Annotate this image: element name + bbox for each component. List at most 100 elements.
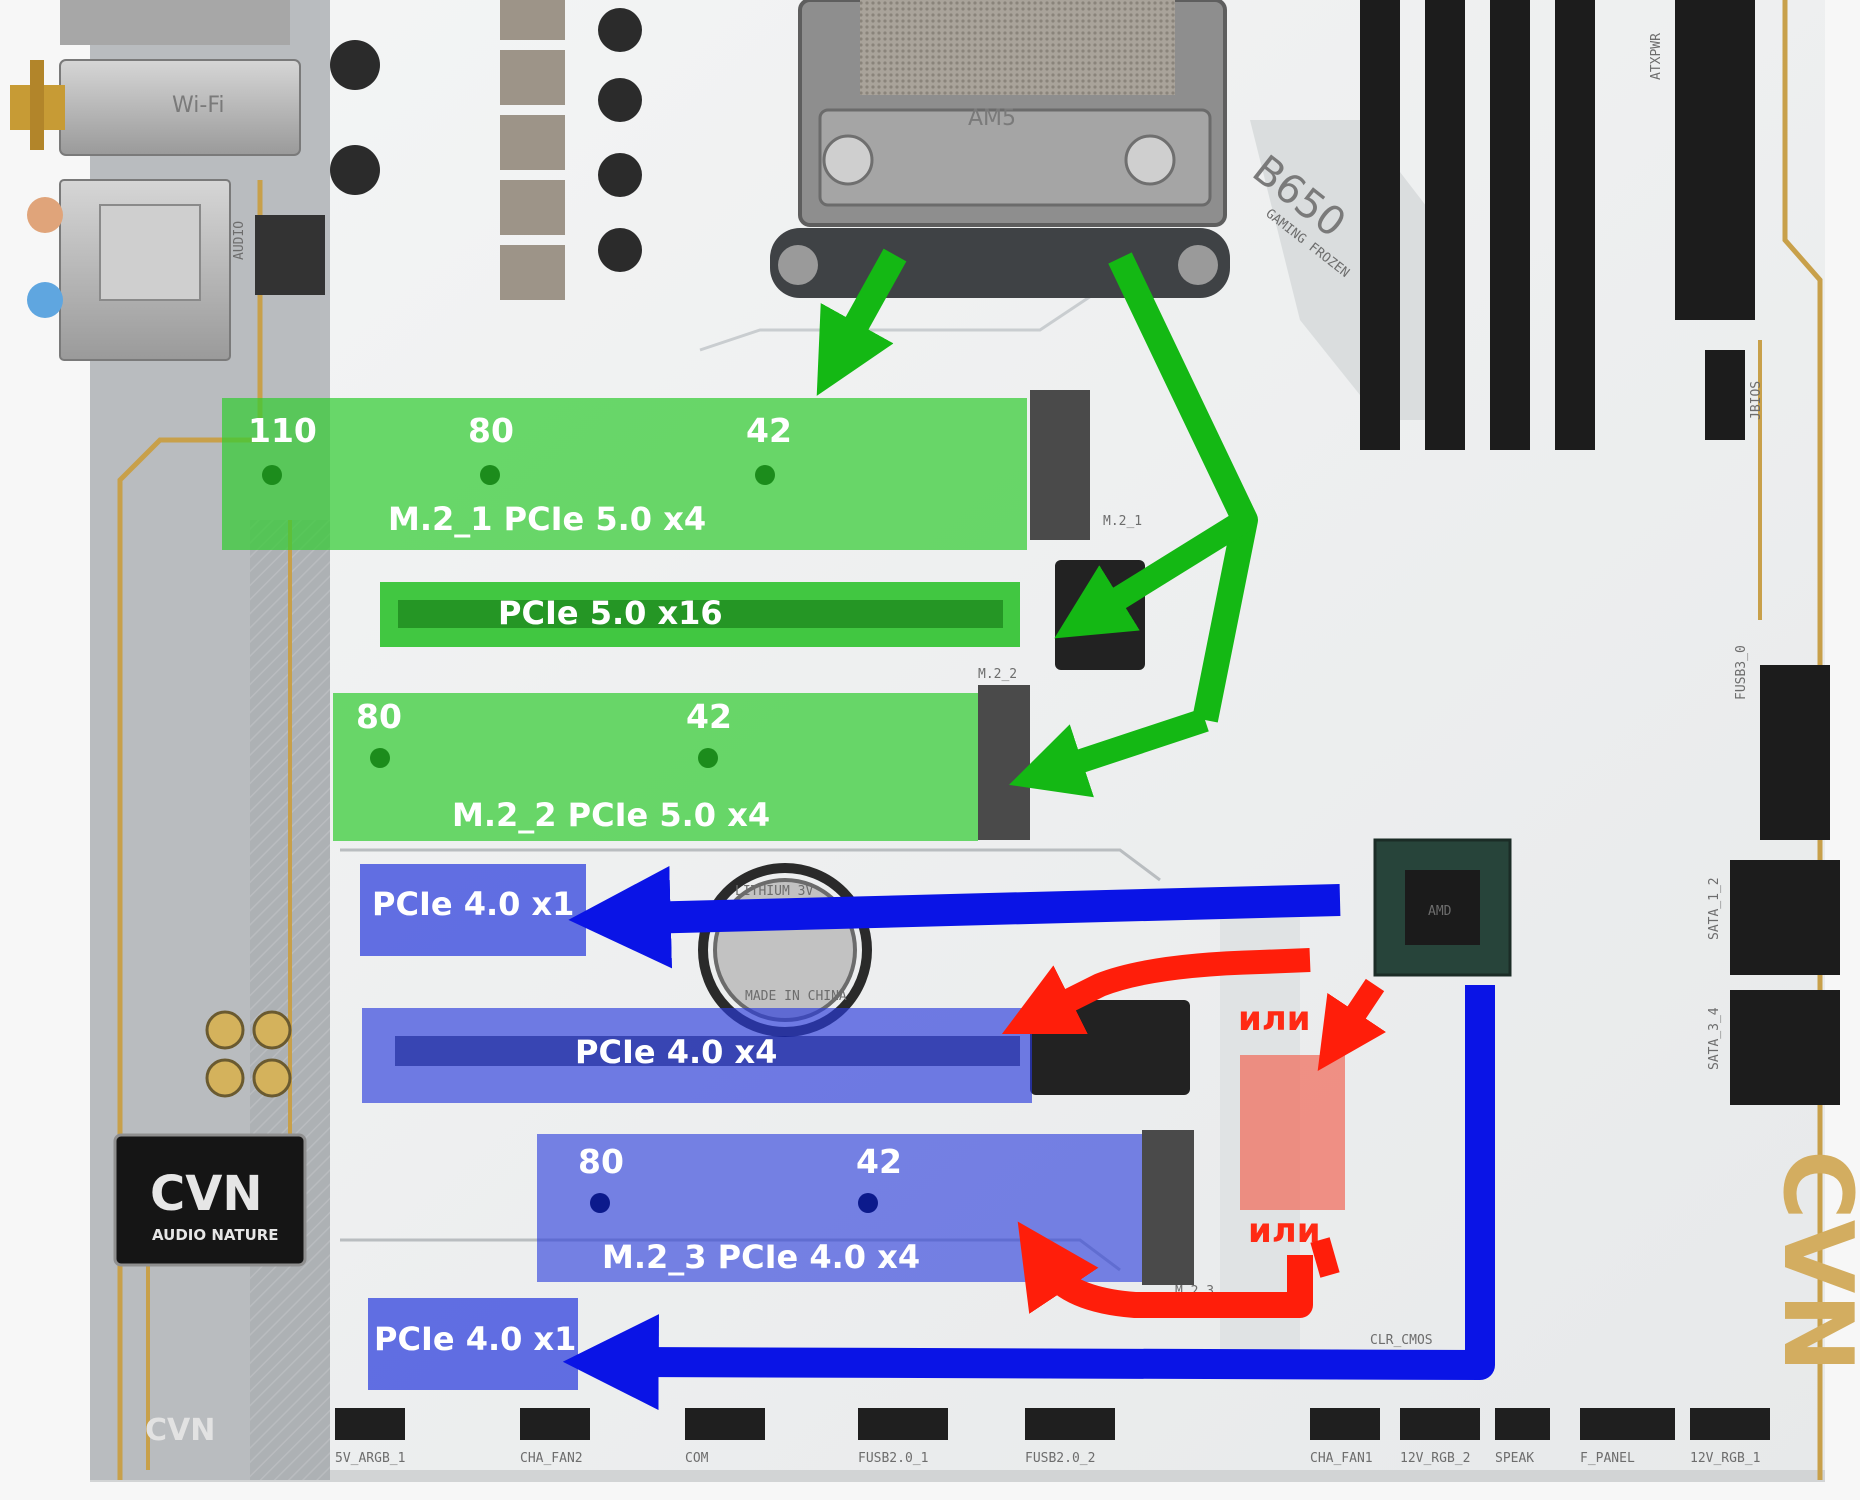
blue-arrow-chipset-down: [562, 985, 1495, 1411]
header-label-1: CHA_FAN2: [520, 1451, 583, 1466]
pcie-x1-top-label: PCIe 4.0 x1: [372, 885, 574, 923]
m2-2-size-42: 42: [686, 697, 732, 736]
m2-3-screw-80: [590, 1193, 610, 1213]
red-arrow-to-pcie-x4: [1001, 948, 1311, 1035]
jbios-header: [1705, 350, 1745, 440]
header-pins-0: [335, 1408, 405, 1440]
header-pins-6: [1400, 1408, 1480, 1440]
m2-2-label: M.2_2 PCIe 5.0 x4: [452, 796, 770, 834]
pcie-x1-bottom-label: PCIe 4.0 x1: [374, 1320, 576, 1358]
m2-2-connector: [978, 685, 1030, 840]
pcie-x1-bottom-overlay: [368, 1298, 578, 1390]
atx-power-connector: [1675, 0, 1755, 320]
ethernet-port: [99, 204, 201, 301]
socket-screw-right: [1124, 134, 1176, 186]
wifi-label: Wi-Fi: [172, 93, 225, 118]
audio-nature-label: AUDIO NATURE: [152, 1226, 279, 1244]
pcie-x4-slot-inner: [395, 1036, 1020, 1066]
cpu-socket-mesh: [860, 0, 1175, 95]
header-label-6: 12V_RGB_2: [1400, 1451, 1470, 1466]
m2-2-screw-80: [370, 748, 390, 768]
clr-cmos-label: CLR_CMOS: [1370, 1333, 1433, 1348]
header-pins-3: [858, 1408, 948, 1440]
m2-3-connector: [1142, 1130, 1194, 1285]
m2-3-screw-42: [858, 1193, 878, 1213]
header-label-4: FUSB2.0_2: [1025, 1451, 1095, 1466]
cpu-socket-lever: [818, 108, 1212, 207]
m2-2-silk: M.2_2: [978, 667, 1017, 682]
sata-12-label: SATA_1_2: [1707, 877, 1722, 940]
m2-1-screw-42: [755, 465, 775, 485]
m2-1-label: M.2_1 PCIe 5.0 x4: [388, 500, 706, 538]
m2-1-size-110: 110: [248, 411, 317, 450]
header-pins-4: [1025, 1408, 1115, 1440]
sata-34-label: SATA_3_4: [1707, 1007, 1722, 1070]
cpu-retention-bracket: [770, 228, 1230, 298]
green-arrow-to-m2-2: [1008, 708, 1209, 798]
m2-1-silk: M.2_1: [1103, 514, 1142, 529]
header-pins-2: [685, 1408, 765, 1440]
cvn-small-logo: CVN: [145, 1413, 215, 1448]
m2-3-label: M.2_3 PCIe 4.0 x4: [602, 1238, 920, 1276]
dimm-slots: [1360, 0, 1595, 450]
header-label-7: SPEAK: [1495, 1451, 1534, 1466]
m2-1-size-42: 42: [746, 411, 792, 450]
sata-connector-34: [1730, 990, 1840, 1105]
or-label-bottom: или: [1248, 1211, 1321, 1251]
battery-label: LITHIUM 3V: [735, 884, 813, 899]
pcb-bottom-edge: [90, 1470, 1825, 1482]
cvn-logo-right: CVN: [1762, 1150, 1860, 1373]
socket-screw-left: [822, 134, 874, 186]
shared-m2-overlay: [1240, 1055, 1345, 1210]
audio-jack-blue: [27, 282, 63, 318]
board-line-2: [340, 848, 1161, 882]
header-label-8: F_PANEL: [1580, 1451, 1635, 1466]
green-arrow-to-pcie-x16: [1054, 509, 1252, 639]
m2-2-screw-42: [698, 748, 718, 768]
audio-silkscreen: AUDIO: [232, 221, 247, 260]
red-arrow-to-shared-top: [1317, 978, 1387, 1072]
header-pins-9: [1690, 1408, 1770, 1440]
header-label-5: CHA_FAN1: [1310, 1451, 1373, 1466]
header-pins-7: [1495, 1408, 1550, 1440]
bracket-screw-left: [778, 245, 818, 285]
bracket-screw-right: [1178, 245, 1218, 285]
header-label-3: FUSB2.0_1: [858, 1451, 928, 1466]
socket-label: AM5: [968, 106, 1016, 131]
pcie-x1-top-overlay: [360, 864, 586, 956]
amd-chipset-die: [1405, 870, 1480, 945]
m2-1-overlay: [222, 398, 1027, 550]
pcie-x16-label: PCIe 5.0 x16: [498, 594, 723, 632]
pcie-x16-slot-inner: [398, 600, 1003, 628]
board-stripe-1: [1250, 120, 1460, 420]
red-arrow-to-shared-bottom: [1310, 1237, 1340, 1278]
m2-1-connector: [1030, 390, 1090, 540]
m2-2-overlay: [333, 693, 978, 841]
or-label-top: или: [1238, 999, 1311, 1039]
audio-nature-cvn: CVN: [150, 1166, 263, 1222]
red-arrow-to-m2-3: [1017, 1221, 1313, 1318]
capacitors-top: [330, 8, 642, 272]
header-label-0: 5V_ARGB_1: [335, 1451, 405, 1466]
header-pins-1: [520, 1408, 590, 1440]
green-arrow-to-m2-1: [816, 248, 907, 396]
m2-2-size-80: 80: [356, 697, 402, 736]
audio-nature-shield: [113, 1133, 307, 1267]
m2-3-size-42: 42: [856, 1142, 902, 1181]
m2-1-screw-80: [480, 465, 500, 485]
blue-arrow-to-x1-top: [568, 866, 1341, 969]
audio-jack-orange: [27, 197, 63, 233]
sata-connector-12: [1730, 860, 1840, 975]
made-in-label: MADE IN CHINA: [745, 989, 847, 1004]
fusb3-header: [1760, 665, 1830, 840]
gold-trace-left: [117, 180, 263, 1480]
wifi-antenna-stem: [30, 60, 44, 150]
vrm-chokes: [500, 0, 565, 300]
board-line-1: [699, 288, 1101, 352]
chipset-label: AMD: [1428, 904, 1452, 919]
m2-1-size-80: 80: [468, 411, 514, 450]
header-label-2: COM: [685, 1451, 709, 1466]
header-pins-8: [1580, 1408, 1675, 1440]
bottom-headers: 5V_ARGB_1 CHA_FAN2 COM FUSB2.0_1 FUSB2.0_2 CH…: [335, 1408, 1770, 1466]
